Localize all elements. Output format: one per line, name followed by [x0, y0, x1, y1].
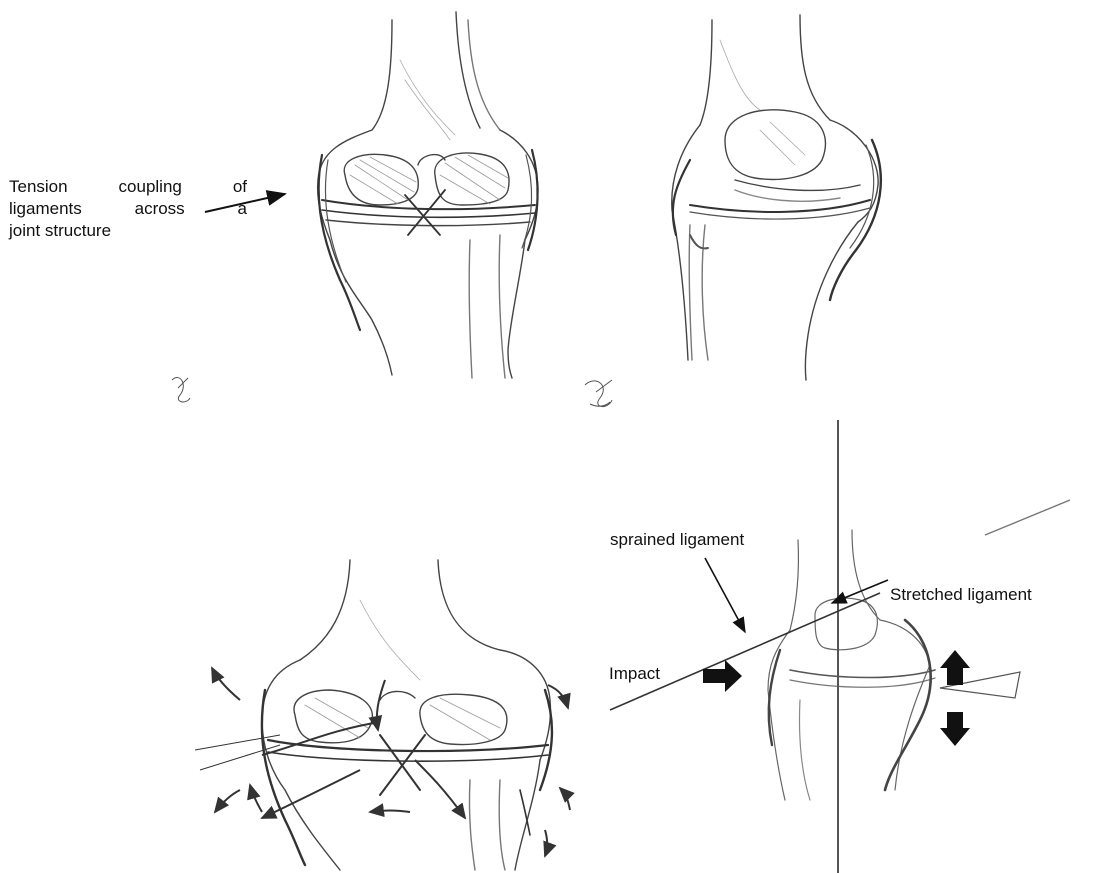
knee-front-view-bottom [262, 560, 552, 870]
tension-label-line-1: Tension coupling of [9, 176, 247, 198]
sprained-pointer [705, 558, 745, 632]
knee-side-view-top [672, 15, 881, 380]
impact-label: Impact [609, 663, 660, 685]
oblique-plane-line-upper [985, 500, 1070, 535]
stretched-ligament-label: Stretched ligament [890, 584, 1032, 606]
tension-coupling-label: Tension coupling of ligaments across a j… [9, 176, 247, 242]
oblique-plane-line [610, 593, 880, 710]
tension-label-line-2: ligaments across a [9, 198, 247, 220]
knee-front-view-top [318, 12, 538, 378]
impact-arrow [703, 660, 742, 692]
knee-side-view-bottom [768, 530, 935, 800]
tension-label-line-3: joint structure [9, 220, 247, 242]
signature-mark-left [172, 378, 190, 402]
sprained-ligament-label: sprained ligament [610, 529, 744, 551]
signature-mark-right [585, 380, 612, 407]
compression-arrows [940, 650, 970, 746]
